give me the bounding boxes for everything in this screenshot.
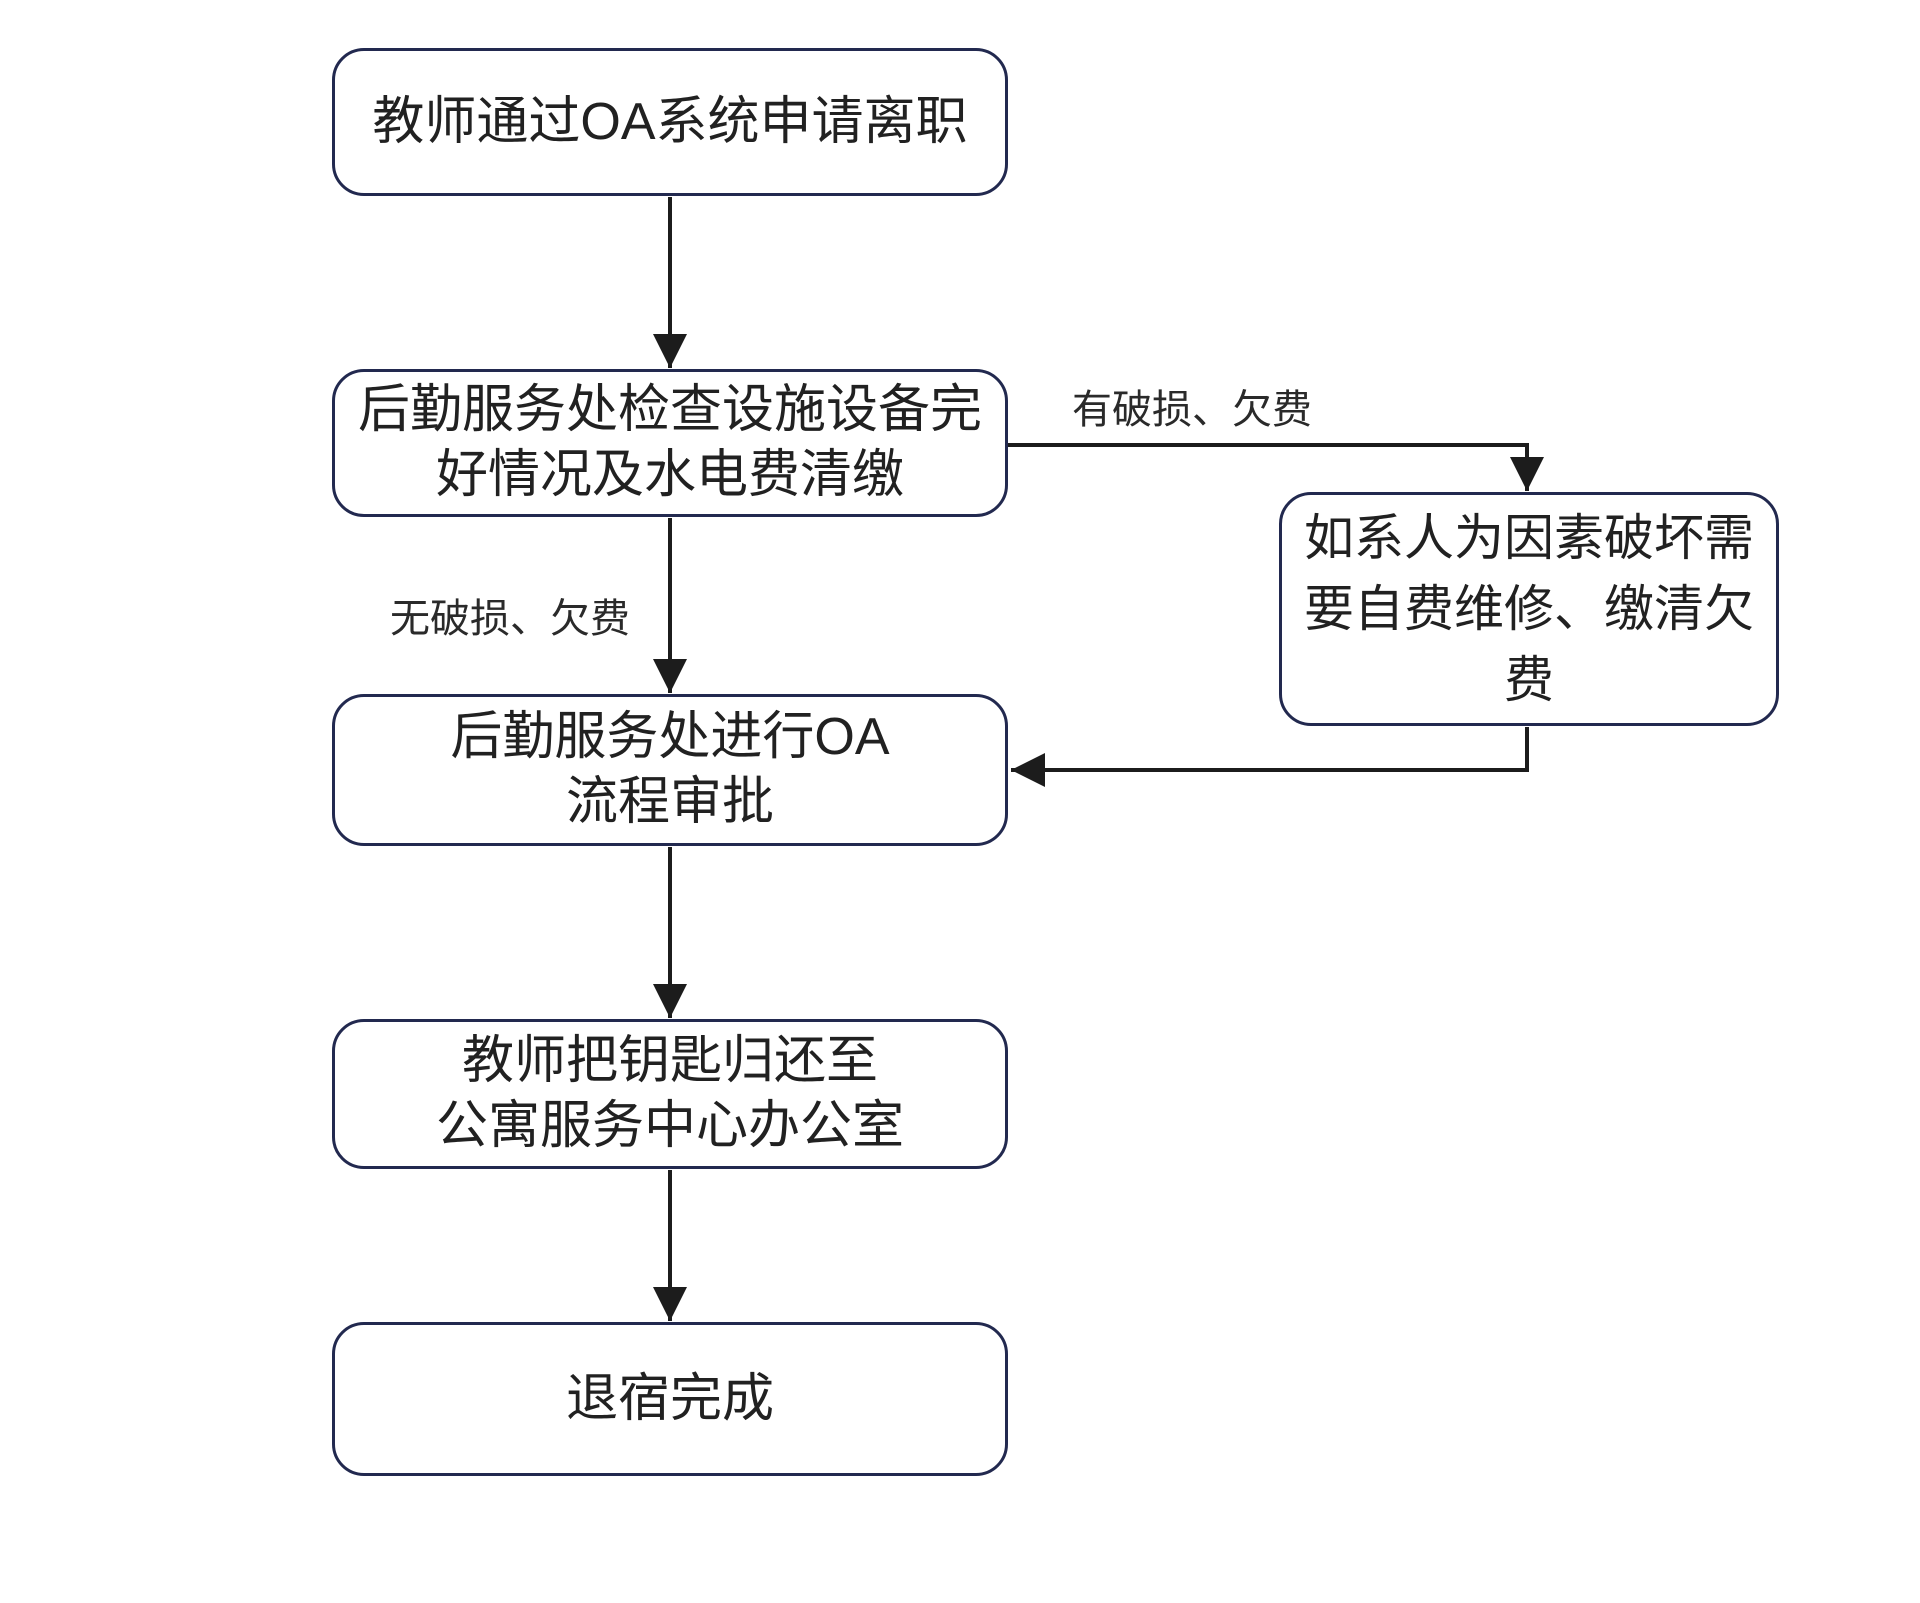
node-return-keys: 教师把钥匙归还至 公寓服务中心办公室: [332, 1019, 1008, 1169]
node-apply-resignation: 教师通过OA系统申请离职: [332, 48, 1008, 196]
arrow-repair-to-approve: [1011, 727, 1529, 787]
node-self-pay-repair: 如系人为因素破坏需 要自费维修、缴清欠 费: [1279, 492, 1779, 726]
node-checkout-complete: 退宿完成: [332, 1322, 1008, 1476]
node-oa-approval: 后勤服务处进行OA 流程审批: [332, 694, 1008, 846]
arrow-inspect-to-repair: [1008, 443, 1544, 491]
node-inspect-facilities: 后勤服务处检查设施设备完 好情况及水电费清缴: [332, 369, 1008, 517]
edge-label-has-damage-arrears: 有破损、欠费: [1072, 388, 1312, 432]
edge-label-no-damage-arrears: 无破损、欠费: [390, 597, 630, 641]
